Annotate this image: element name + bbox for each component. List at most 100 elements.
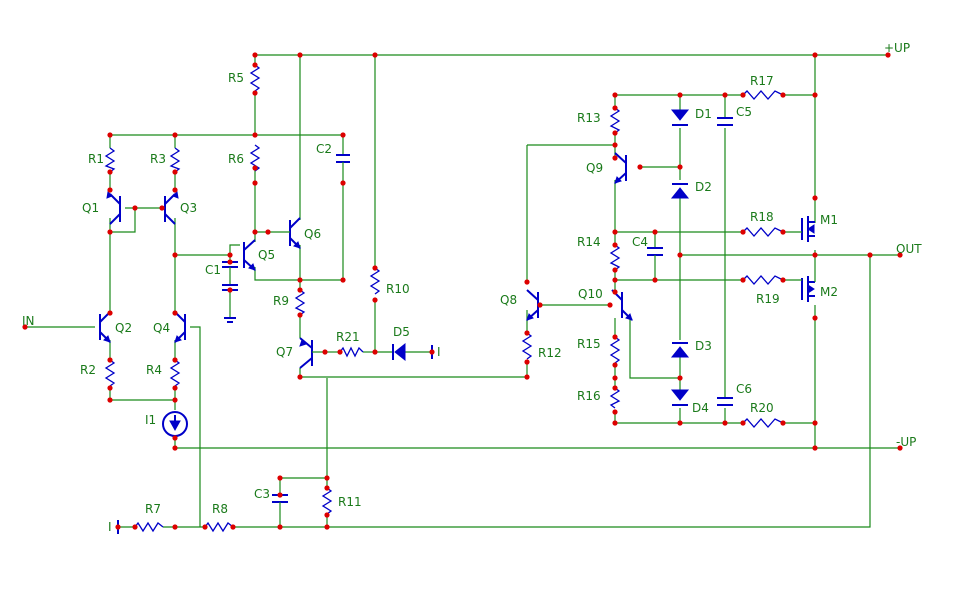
junction-node bbox=[372, 265, 378, 271]
junction-node bbox=[677, 252, 683, 258]
resistor-r16 bbox=[609, 387, 621, 409]
junction-node bbox=[812, 52, 818, 58]
junction-node bbox=[252, 62, 258, 68]
junction-node bbox=[897, 445, 903, 451]
nodes bbox=[22, 52, 903, 530]
junction-node bbox=[297, 287, 303, 293]
junction-node bbox=[867, 252, 873, 258]
junction-node bbox=[202, 524, 208, 530]
r18-label: R18 bbox=[750, 210, 774, 224]
diode-d1 bbox=[670, 109, 690, 126]
junction-node bbox=[107, 187, 113, 193]
junction-node bbox=[324, 475, 330, 481]
junction-node bbox=[297, 374, 303, 380]
q7-label: Q7 bbox=[276, 345, 293, 359]
r10-label: R10 bbox=[386, 282, 410, 296]
junction-node bbox=[612, 334, 618, 340]
q1-label: Q1 bbox=[82, 201, 99, 215]
junction-node bbox=[107, 397, 113, 403]
r20-label: R20 bbox=[750, 401, 774, 415]
transistor-q5 bbox=[243, 239, 256, 271]
transistor-q9 bbox=[614, 152, 627, 184]
junction-node bbox=[812, 420, 818, 426]
junction-node bbox=[652, 277, 658, 283]
r2-label: R2 bbox=[80, 363, 96, 377]
junction-node bbox=[252, 180, 258, 186]
capacitors bbox=[222, 117, 733, 510]
resistor-r6 bbox=[249, 144, 261, 172]
junction-node bbox=[812, 315, 818, 321]
d2-label: D2 bbox=[695, 180, 712, 194]
q6-label: Q6 bbox=[304, 227, 321, 241]
junction-node bbox=[780, 420, 786, 426]
junction-node bbox=[324, 524, 330, 530]
junction-node bbox=[612, 142, 618, 148]
wires bbox=[25, 54, 900, 528]
capacitor-c4 bbox=[647, 247, 663, 260]
bias-left-label: I bbox=[108, 520, 112, 534]
junction-node bbox=[172, 435, 178, 441]
r17-label: R17 bbox=[750, 74, 774, 88]
resistor-r3 bbox=[169, 147, 181, 173]
junction-node bbox=[607, 302, 613, 308]
junction-node bbox=[780, 92, 786, 98]
d3-label: D3 bbox=[695, 339, 712, 353]
junction-node bbox=[277, 524, 283, 530]
junction-node bbox=[107, 229, 113, 235]
junction-node bbox=[372, 297, 378, 303]
r4-label: R4 bbox=[146, 363, 162, 377]
resistor-r20 bbox=[742, 418, 784, 428]
r21-label: R21 bbox=[336, 330, 360, 344]
junction-node bbox=[612, 375, 618, 381]
junction-node bbox=[524, 279, 530, 285]
junction-node bbox=[340, 277, 346, 283]
output-label: OUT bbox=[896, 242, 922, 256]
junction-node bbox=[612, 385, 618, 391]
junction-node bbox=[172, 524, 178, 530]
resistor-r18 bbox=[742, 227, 784, 237]
labels: +UP -UP IN OUT I I Q1 Q2 Q3 Q4 Q5 Q6 Q7 … bbox=[22, 41, 922, 534]
junction-node bbox=[172, 397, 178, 403]
c3-label: C3 bbox=[254, 487, 270, 501]
q3-label: Q3 bbox=[180, 201, 197, 215]
junction-node bbox=[524, 330, 530, 336]
junction-node bbox=[612, 289, 618, 295]
junction-node bbox=[612, 277, 618, 283]
transistor-q6 bbox=[268, 217, 301, 249]
capacitor-c2 bbox=[336, 154, 350, 183]
junction-node bbox=[107, 357, 113, 363]
r13-label: R13 bbox=[577, 111, 601, 125]
resistor-r11 bbox=[321, 487, 333, 515]
junction-node bbox=[107, 385, 113, 391]
resistor-r13 bbox=[609, 107, 621, 134]
transistor-q2 bbox=[99, 311, 111, 343]
junction-node bbox=[340, 180, 346, 186]
resistor-r14 bbox=[609, 244, 621, 271]
q2-label: Q2 bbox=[115, 321, 132, 335]
junction-node bbox=[722, 92, 728, 98]
junction-node bbox=[812, 195, 818, 201]
junction-node bbox=[524, 359, 530, 365]
junction-node bbox=[612, 242, 618, 248]
junction-node bbox=[812, 92, 818, 98]
r11-label: R11 bbox=[338, 495, 362, 509]
resistor-r7 bbox=[134, 521, 164, 533]
q9-label: Q9 bbox=[586, 161, 603, 175]
mosfet-m1 bbox=[800, 216, 815, 242]
junction-node bbox=[324, 512, 330, 518]
junction-node bbox=[740, 229, 746, 235]
junction-node bbox=[172, 445, 178, 451]
junction-node bbox=[612, 267, 618, 273]
c6-label: C6 bbox=[736, 382, 752, 396]
junction-node bbox=[107, 169, 113, 175]
transistor-q4 bbox=[174, 311, 186, 343]
junction-node bbox=[677, 92, 683, 98]
capacitor-c6 bbox=[717, 397, 733, 406]
junction-node bbox=[277, 475, 283, 481]
junction-node bbox=[227, 259, 233, 265]
r5-label: R5 bbox=[228, 71, 244, 85]
junction-node bbox=[612, 420, 618, 426]
junction-node bbox=[227, 252, 233, 258]
junction-node bbox=[612, 155, 618, 161]
